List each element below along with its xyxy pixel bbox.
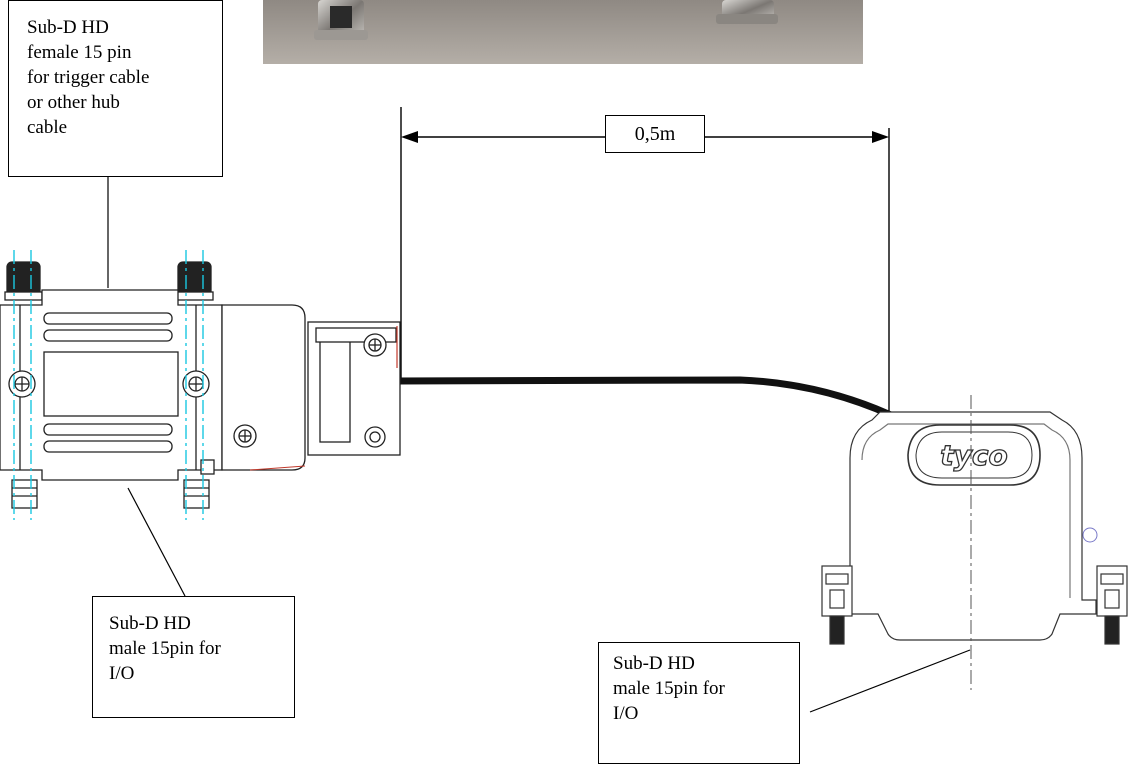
right-connector	[821, 411, 1128, 645]
callout-female-connector: Sub-D HD female 15 pin for trigger cable…	[8, 0, 223, 177]
screw-clamp-icon	[363, 333, 387, 357]
photo-connector-right	[716, 0, 778, 24]
reference-circle	[1082, 527, 1098, 543]
tyco-logo	[907, 424, 1041, 486]
callout-male-connector-left: Sub-D HD male 15pin for I/O	[92, 596, 295, 718]
cable	[392, 376, 897, 420]
connector-photo	[263, 0, 863, 64]
dimension-arrow-right	[872, 131, 889, 143]
thumbscrew-right	[177, 261, 212, 297]
callout-male-connector-right: Sub-D HD male 15pin for I/O	[598, 642, 800, 764]
photo-connector-left	[314, 0, 368, 40]
screw-left-icon	[8, 370, 36, 398]
dimension-arrow-left	[401, 131, 418, 143]
screw-right-icon	[182, 370, 210, 398]
dimension-label: 0,5m	[605, 115, 705, 153]
thumbscrew-left	[6, 261, 41, 297]
dimension-line	[400, 107, 890, 440]
centerlines	[13, 250, 204, 520]
left-connector	[0, 261, 401, 509]
leader-lines	[107, 177, 971, 713]
tyco-logo-text: tyco	[940, 439, 1007, 472]
screw-hood-icon	[233, 424, 257, 448]
